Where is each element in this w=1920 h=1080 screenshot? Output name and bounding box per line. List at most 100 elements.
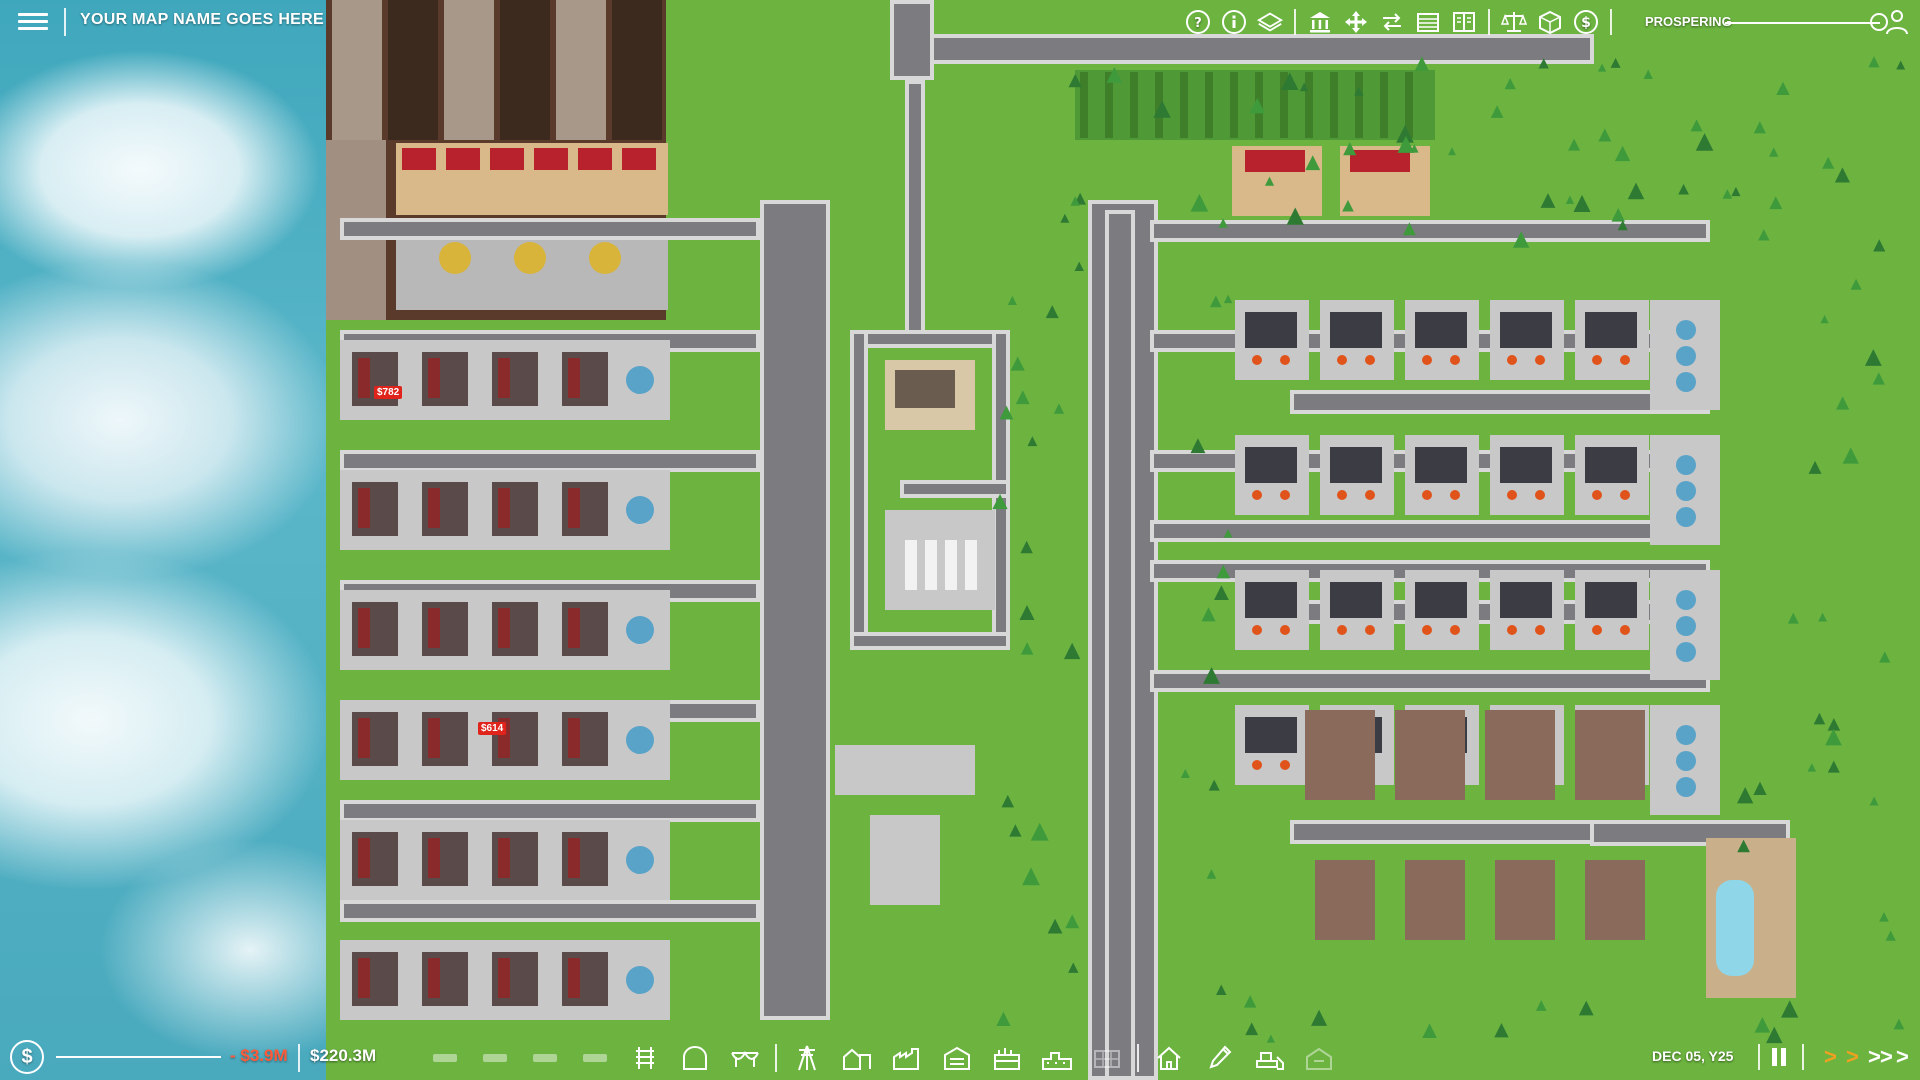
- highway-tool-icon[interactable]: [477, 1042, 513, 1074]
- factory-building[interactable]: [498, 958, 510, 998]
- factory-building[interactable]: [1330, 582, 1382, 618]
- factory-building[interactable]: [428, 608, 440, 648]
- power-pole-icon[interactable]: [789, 1042, 825, 1074]
- factory-building[interactable]: [1620, 625, 1630, 635]
- crop-field[interactable]: [1180, 72, 1188, 138]
- crop-field[interactable]: [1330, 72, 1338, 138]
- warehouse-icon[interactable]: [1414, 8, 1442, 36]
- farm-building[interactable]: [402, 148, 436, 170]
- rail-track-icon[interactable]: [627, 1042, 663, 1074]
- plant-building[interactable]: [1585, 860, 1645, 940]
- farm-icon[interactable]: [839, 1042, 875, 1074]
- map-name[interactable]: YOUR MAP NAME GOES HERE: [80, 11, 324, 28]
- factory-building[interactable]: [1365, 625, 1375, 635]
- road-tile[interactable]: [344, 222, 756, 236]
- road-tile[interactable]: [1594, 824, 1786, 842]
- crop-field[interactable]: [500, 0, 550, 140]
- crop-field[interactable]: [1405, 72, 1413, 138]
- factory-building[interactable]: [1535, 355, 1545, 365]
- farm-building[interactable]: [578, 148, 612, 170]
- factory-building[interactable]: [428, 718, 440, 758]
- factory-building[interactable]: [1365, 490, 1375, 500]
- layers-icon[interactable]: [1256, 8, 1284, 36]
- crop-field[interactable]: [1205, 72, 1213, 138]
- package-icon[interactable]: [1536, 8, 1564, 36]
- factory-building[interactable]: [1585, 582, 1637, 618]
- road-tile[interactable]: [1154, 224, 1706, 238]
- farm-building[interactable]: [490, 148, 524, 170]
- road-tile[interactable]: [1109, 214, 1131, 1076]
- plant-building[interactable]: [1405, 860, 1465, 940]
- pipette-icon[interactable]: [1201, 1042, 1237, 1074]
- pause-button[interactable]: [1770, 1046, 1790, 1068]
- factory-building[interactable]: [498, 488, 510, 528]
- road-tile[interactable]: [854, 636, 1006, 646]
- pool-building[interactable]: [1716, 880, 1754, 976]
- plant-building[interactable]: [1495, 860, 1555, 940]
- factory-building[interactable]: [835, 745, 975, 795]
- factory-building[interactable]: [1330, 447, 1382, 483]
- market-building[interactable]: [965, 540, 977, 590]
- industrial-block-icon[interactable]: [1039, 1042, 1075, 1074]
- factory-building[interactable]: [568, 838, 580, 878]
- farm-building[interactable]: [446, 148, 480, 170]
- market-building[interactable]: [885, 510, 995, 610]
- crop-field[interactable]: [1155, 72, 1163, 138]
- farm-building[interactable]: [1350, 150, 1410, 172]
- road-tile[interactable]: [904, 484, 1006, 494]
- road-tile[interactable]: [1294, 394, 1706, 410]
- factory-building[interactable]: [1585, 312, 1637, 348]
- factory-building[interactable]: [1245, 582, 1297, 618]
- factory-building[interactable]: [1500, 312, 1552, 348]
- speed-5-button[interactable]: >: [1896, 1044, 1909, 1069]
- user-profile-icon[interactable]: [1885, 8, 1909, 36]
- game-map[interactable]: $782 $614: [326, 0, 1920, 1080]
- speed-1-button[interactable]: >: [1824, 1044, 1837, 1069]
- silo-building[interactable]: [439, 242, 471, 274]
- factory-building[interactable]: [1415, 582, 1467, 618]
- factory-building[interactable]: [1280, 490, 1290, 500]
- road-tile[interactable]: [764, 204, 826, 1016]
- factory-building[interactable]: [1500, 582, 1552, 618]
- road-tile[interactable]: [344, 454, 756, 468]
- crop-field[interactable]: [332, 0, 382, 140]
- road-tile[interactable]: [1154, 674, 1706, 688]
- factory-icon[interactable]: [889, 1042, 925, 1074]
- move-icon[interactable]: [1342, 8, 1370, 36]
- factory-building[interactable]: [1337, 490, 1347, 500]
- bank-icon[interactable]: [1306, 8, 1334, 36]
- farm-building[interactable]: [1245, 150, 1305, 172]
- factory-building[interactable]: [1422, 625, 1432, 635]
- factory-building[interactable]: [1330, 312, 1382, 348]
- factory-building[interactable]: [568, 488, 580, 528]
- crop-field[interactable]: [1130, 72, 1138, 138]
- market-building[interactable]: [945, 540, 957, 590]
- hamburger-menu-icon[interactable]: [18, 10, 48, 34]
- factory-building[interactable]: [1252, 625, 1262, 635]
- factory-building[interactable]: [1535, 625, 1545, 635]
- road-tile[interactable]: [344, 804, 756, 818]
- plant-building[interactable]: [1395, 710, 1465, 800]
- silo-building[interactable]: [589, 242, 621, 274]
- factory-building[interactable]: [358, 958, 370, 998]
- plant-building[interactable]: [1305, 710, 1375, 800]
- headquarters-icon[interactable]: [1301, 1042, 1337, 1074]
- plant-icon[interactable]: [989, 1042, 1025, 1074]
- factory-building[interactable]: [870, 815, 940, 905]
- factory-building[interactable]: [1252, 490, 1262, 500]
- factory-building[interactable]: [1592, 355, 1602, 365]
- plant-building[interactable]: [1575, 710, 1645, 800]
- crop-field[interactable]: [1230, 72, 1238, 138]
- factory-building[interactable]: [1252, 355, 1262, 365]
- factory-building[interactable]: [1415, 312, 1467, 348]
- plant-building[interactable]: [1485, 710, 1555, 800]
- factory-building[interactable]: [1450, 355, 1460, 365]
- farm-building[interactable]: [534, 148, 568, 170]
- factory-building[interactable]: [1450, 625, 1460, 635]
- crop-field[interactable]: [444, 0, 494, 140]
- factory-building[interactable]: [1245, 447, 1297, 483]
- factory-building[interactable]: [428, 958, 440, 998]
- factory-building[interactable]: [1337, 625, 1347, 635]
- road-tile[interactable]: [894, 4, 930, 76]
- avenue-tool-icon[interactable]: [577, 1042, 613, 1074]
